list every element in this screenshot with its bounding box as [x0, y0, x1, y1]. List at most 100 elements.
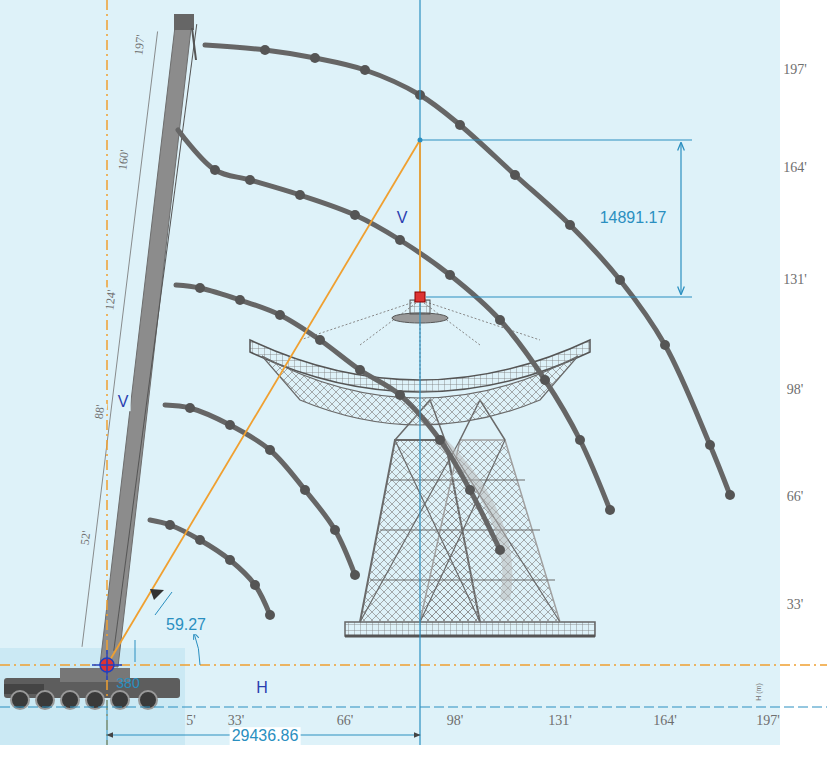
wheel [61, 691, 79, 709]
load-point [445, 270, 455, 280]
load-point [225, 420, 235, 430]
load-point [245, 175, 255, 185]
load-point [705, 440, 715, 450]
load-point [310, 53, 320, 63]
load-point [575, 435, 585, 445]
axis-label: 197' [783, 62, 807, 77]
load-point [195, 535, 205, 545]
axis-label: 98' [447, 713, 464, 728]
load-curve [150, 520, 270, 615]
ground-level [0, 707, 827, 708]
load-point [315, 335, 325, 345]
crane [4, 14, 196, 698]
boom-length: 160' [116, 147, 132, 173]
load-axis [419, 0, 420, 745]
load-point [395, 390, 405, 400]
axis-label: 33' [787, 597, 804, 612]
load-point [435, 435, 445, 445]
axis-label: 164' [653, 713, 677, 728]
wheel [86, 691, 104, 709]
axis-label: 131' [783, 272, 807, 287]
load-point [210, 165, 220, 175]
wheel [11, 691, 29, 709]
axis-label: 5' [186, 713, 196, 728]
load-point [275, 310, 285, 320]
load-curve [165, 405, 355, 575]
crane-panel [0, 648, 185, 745]
load-point [265, 610, 275, 620]
load-point [350, 210, 360, 220]
lift-line [107, 140, 420, 665]
extension-line [426, 297, 692, 298]
angle-leader-head [150, 589, 164, 600]
load-point [725, 490, 735, 500]
axis-label: 131' [548, 713, 572, 728]
extension-line [107, 700, 108, 745]
axis-label: 164' [783, 160, 807, 175]
hook-marker [415, 292, 425, 302]
load-point [195, 283, 205, 293]
hook-drop [419, 140, 421, 297]
axis-name: V [116, 393, 131, 411]
extension-line [420, 140, 692, 141]
load-point [355, 365, 365, 375]
load-point [300, 485, 310, 495]
boom-length: 197' [132, 32, 148, 58]
dimension-value: 29436.86 [230, 727, 301, 745]
boom-tip [418, 138, 423, 143]
pivot-mark [135, 640, 136, 662]
background [0, 0, 780, 745]
load-curve [205, 45, 730, 495]
load-point [350, 570, 360, 580]
dimension-value: 14891.17 [600, 209, 667, 227]
axis-unit: H (m) [755, 683, 763, 701]
height-dimension [680, 143, 681, 294]
load-point [615, 275, 625, 285]
load-point [225, 555, 235, 565]
boom-length: 88' [92, 402, 107, 422]
angle-arc [194, 633, 200, 665]
load-point [495, 545, 505, 555]
axis-name: H [256, 679, 268, 697]
axis-name: V [395, 209, 410, 227]
axis-label: 98' [787, 382, 804, 397]
dimension-value: 380 [116, 676, 139, 691]
load-point [360, 65, 370, 75]
load-point [250, 580, 260, 590]
load-point [260, 45, 270, 55]
wheel [139, 691, 157, 709]
load-point [660, 340, 670, 350]
wheel [36, 691, 54, 709]
load-point [295, 190, 305, 200]
load-point [540, 375, 550, 385]
wheel [111, 691, 129, 709]
load-curve [178, 130, 610, 510]
load-point [265, 445, 275, 455]
load-point [395, 235, 405, 245]
load-point [565, 220, 575, 230]
crane-wheels [11, 691, 157, 709]
load-point [495, 315, 505, 325]
load-point [510, 170, 520, 180]
crane-axis [106, 0, 108, 745]
boom-length: 124' [103, 287, 119, 313]
load-point [605, 505, 615, 515]
radio-telescope [250, 300, 595, 636]
angle-value: 59.27 [164, 616, 208, 634]
axis-label: 66' [787, 489, 804, 504]
boom-length: 52' [78, 528, 93, 548]
boom-dimension-line [114, 23, 197, 651]
load-point [165, 520, 175, 530]
axis-label: 197' [756, 713, 780, 728]
load-point [330, 525, 340, 535]
pivot-level [0, 664, 827, 666]
load-point [465, 485, 475, 495]
load-chart-curves [150, 45, 735, 620]
load-point [185, 403, 195, 413]
load-curve [176, 285, 500, 550]
axis-label: 66' [337, 713, 354, 728]
load-point [455, 120, 465, 130]
load-point [235, 295, 245, 305]
